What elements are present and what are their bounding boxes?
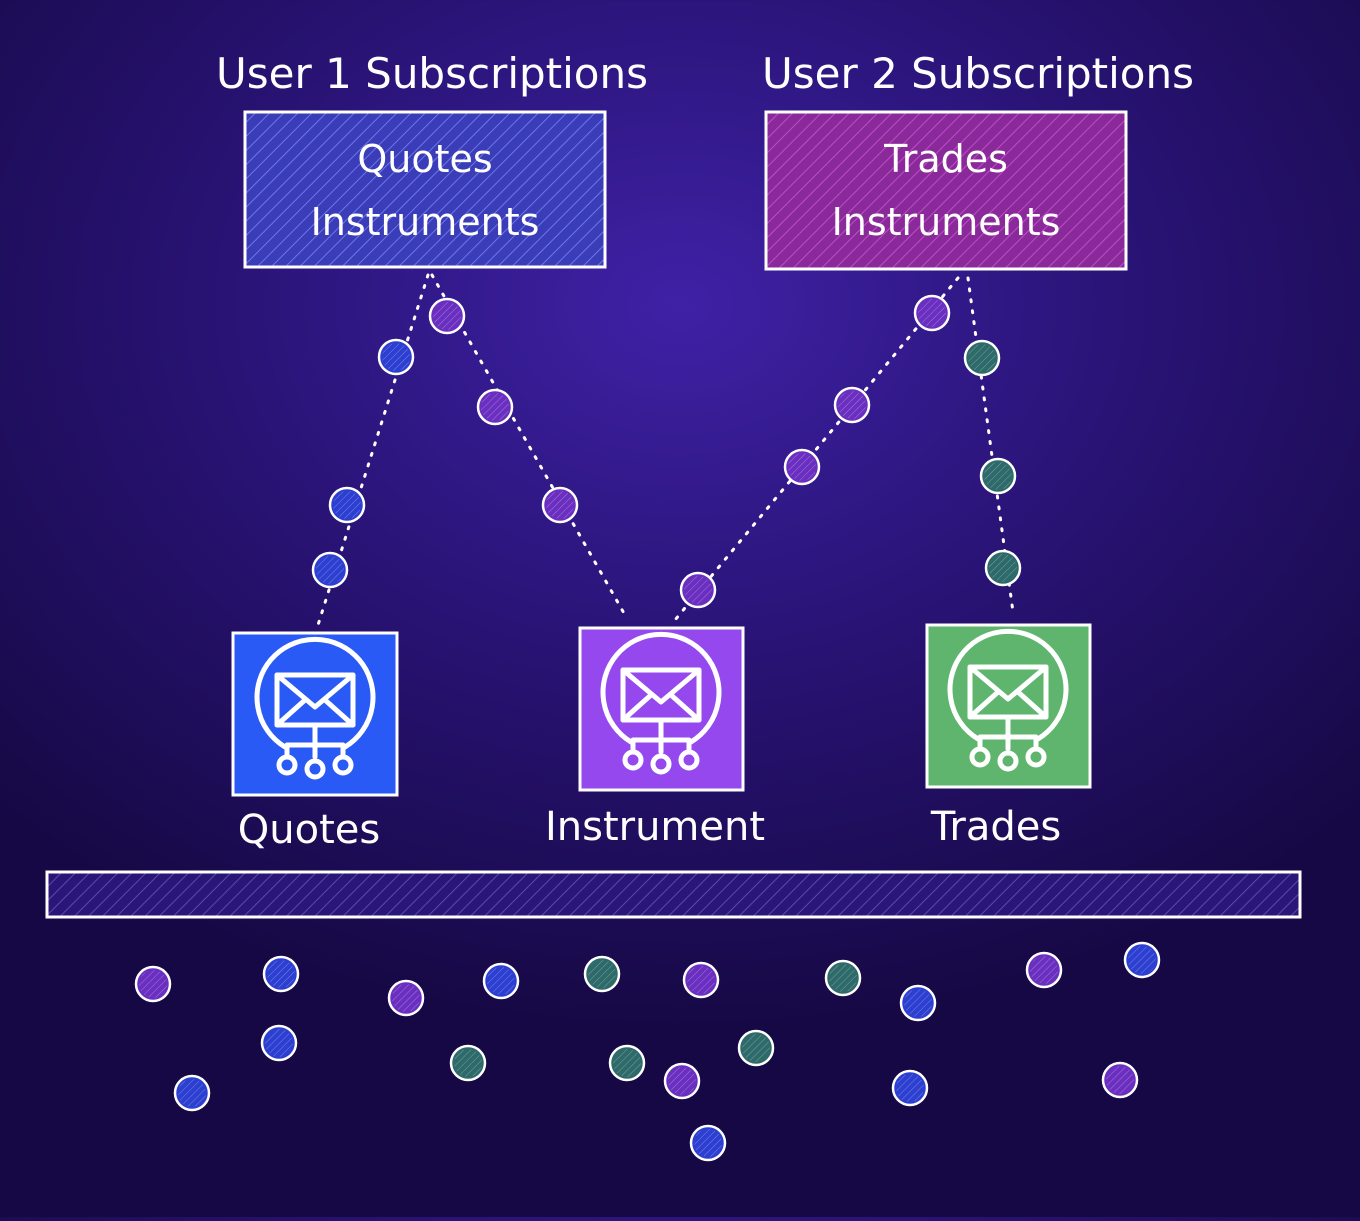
quote-message-dot-hatch: [487, 967, 515, 995]
quote-message-dot-hatch: [896, 1074, 924, 1102]
instrument-message-dot-hatch: [481, 393, 509, 421]
instrument-message-dot-hatch: [1030, 956, 1058, 984]
instrument-message-dot-hatch: [546, 491, 574, 519]
instrument-topic-label: Instrument: [545, 804, 765, 850]
instrument-message-dot-hatch: [392, 984, 420, 1012]
trade-message-dot-hatch: [989, 554, 1017, 582]
trade-message-dot-hatch: [742, 1034, 770, 1062]
trade-message-dot-hatch: [829, 964, 857, 992]
email-topic-icon: [254, 636, 376, 780]
user2-subscription-box: Trades Instruments: [764, 110, 1128, 271]
instrument-topic: Instrument: [545, 626, 765, 850]
quote-message-dot-hatch: [382, 343, 410, 371]
user1-box-line1: Quotes: [357, 137, 492, 181]
user2-heading: User 2 Subscriptions: [762, 49, 1194, 98]
quote-message-dot-hatch: [904, 989, 932, 1017]
quotes-topic-label: Quotes: [238, 807, 380, 853]
connector-lines: [316, 273, 1015, 627]
user2-box-line2: Instruments: [832, 200, 1061, 244]
quote-message-dot-hatch: [316, 556, 344, 584]
trade-message-dot-hatch: [613, 1049, 641, 1077]
trade-message-dot-hatch: [968, 344, 996, 372]
quote-message-dot-hatch: [694, 1129, 722, 1157]
trades-topic-label: Trades: [930, 804, 1061, 850]
user1-box-line2: Instruments: [311, 200, 540, 244]
instrument-message-dot-hatch: [433, 302, 461, 330]
quote-message-dot-hatch: [333, 491, 361, 519]
trades-topic: Trades: [925, 623, 1092, 850]
instrument-message-dot-hatch: [139, 970, 167, 998]
quote-message-dot-hatch: [267, 960, 295, 988]
instrument-message-dot-hatch: [684, 576, 712, 604]
connector-trades-user2: [966, 276, 1015, 614]
message-dots: [134, 294, 1161, 1162]
user1-subscription-box: Quotes Instruments: [243, 110, 607, 269]
email-topic-icon: [600, 631, 722, 775]
instrument-message-dot-hatch: [668, 1067, 696, 1095]
connector-instrument-user2: [673, 276, 960, 622]
quote-message-dot-hatch: [1128, 946, 1156, 974]
instrument-message-dot-hatch: [1106, 1066, 1134, 1094]
instrument-message-dot-hatch: [788, 453, 816, 481]
quote-message-dot-hatch: [265, 1029, 293, 1057]
instrument-message-dot-hatch: [918, 299, 946, 327]
instrument-message-dot-hatch: [687, 966, 715, 994]
user1-heading: User 1 Subscriptions: [216, 49, 648, 98]
trade-message-dot-hatch: [984, 462, 1012, 490]
connector-instrument-user1: [430, 273, 627, 617]
trade-message-dot-hatch: [588, 960, 616, 988]
email-topic-icon: [947, 628, 1069, 772]
message-bus-bar: [45, 870, 1302, 919]
quotes-topic: Quotes: [231, 631, 399, 853]
instrument-message-dot-hatch: [838, 391, 866, 419]
trade-message-dot-hatch: [454, 1049, 482, 1077]
quote-message-dot-hatch: [178, 1079, 206, 1107]
user2-box-line1: Trades: [883, 137, 1008, 181]
